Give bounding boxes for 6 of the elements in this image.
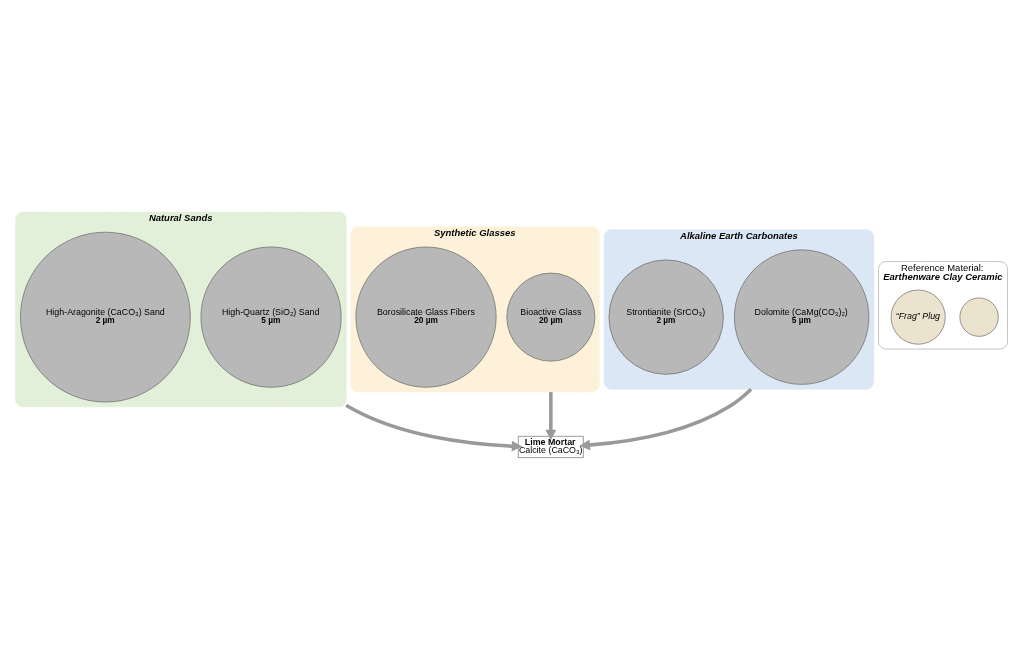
arrow	[345, 403, 523, 452]
arrow	[579, 387, 753, 451]
node-circle: “Frag” Plug	[890, 289, 946, 345]
arrow	[545, 392, 557, 441]
node-circle	[959, 297, 999, 337]
node-box: Lime Mortar Calcite (CaCO₃)	[518, 436, 584, 458]
